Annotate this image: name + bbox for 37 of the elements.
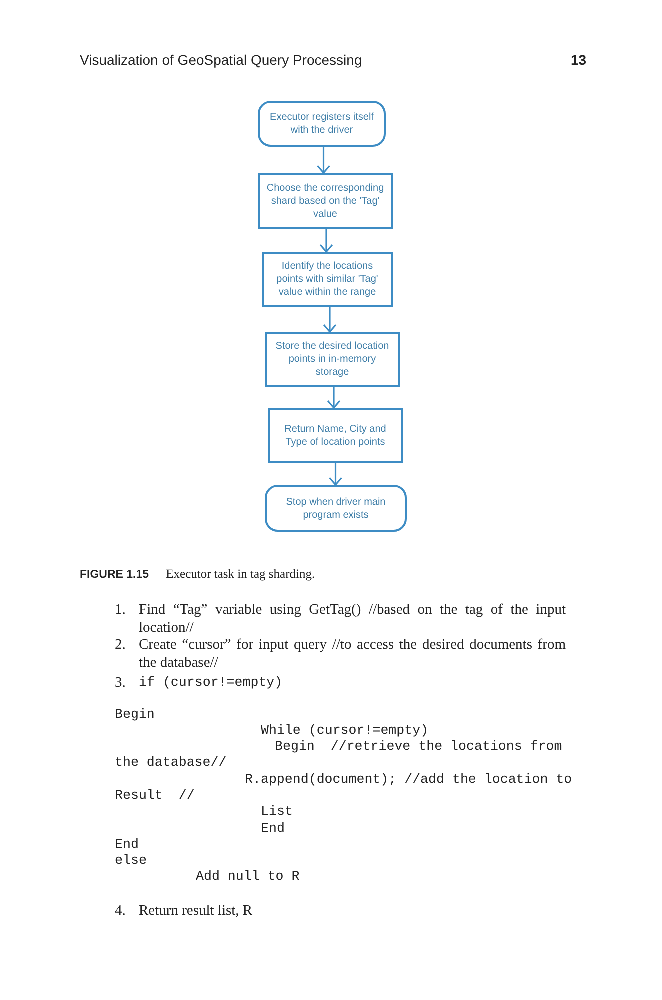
box-text: Store the desired location points in in-memory storage xyxy=(275,340,390,379)
list-item-text: Create “cursor” for input query //to access the desired documents from the database// xyxy=(139,637,566,672)
figure-caption: FIGURE 1.15 Executor task in tag sharding. xyxy=(80,566,316,582)
process-box xyxy=(268,408,403,463)
box-text: Choose the corresponding shard based on the 'Tag' value xyxy=(266,182,385,220)
page-number: 13 xyxy=(571,51,587,69)
code-line: else xyxy=(115,853,147,870)
box-text: Executor registers itself with the driver xyxy=(269,111,375,137)
process-box xyxy=(258,173,393,229)
list-item-text: Return result list, R xyxy=(139,903,254,920)
arrow xyxy=(316,147,331,174)
process-box xyxy=(265,332,400,387)
list-number: 4. xyxy=(115,903,126,920)
code-line: End xyxy=(261,821,285,838)
code-line: if (cursor!=empty) xyxy=(139,675,283,692)
terminal-box xyxy=(265,485,407,532)
code-line: End xyxy=(115,837,139,854)
terminal-box xyxy=(258,101,386,147)
list-number: 3. xyxy=(115,675,126,692)
arrow xyxy=(328,463,343,486)
list-number: 1. xyxy=(115,602,126,620)
list-item-text: Find “Tag” variable using GetTag() //based on the tag of the input location// xyxy=(139,602,566,637)
process-box xyxy=(262,252,393,307)
running-header: Visualization of GeoSpatial Query Processing xyxy=(80,51,362,69)
arrow xyxy=(327,387,341,409)
box-text: Identify the locations points with similar 'Tag' value within the range xyxy=(276,260,380,299)
code-line: List xyxy=(261,804,293,820)
code-line: While (cursor!=empty) xyxy=(261,723,429,740)
code-line: Add null to R xyxy=(196,869,300,886)
box-text: Stop when driver main program exists xyxy=(285,496,387,522)
arrow xyxy=(320,229,334,253)
code-line: R.append(document); //add the location to Result // xyxy=(115,772,574,805)
arrow xyxy=(323,307,337,333)
code-line: Begin xyxy=(115,707,155,724)
box-text: Return Name, City and Type of location points xyxy=(284,422,387,448)
list-number: 2. xyxy=(115,637,126,654)
code-line: Begin //retrieve the locations from the database// xyxy=(115,739,564,772)
